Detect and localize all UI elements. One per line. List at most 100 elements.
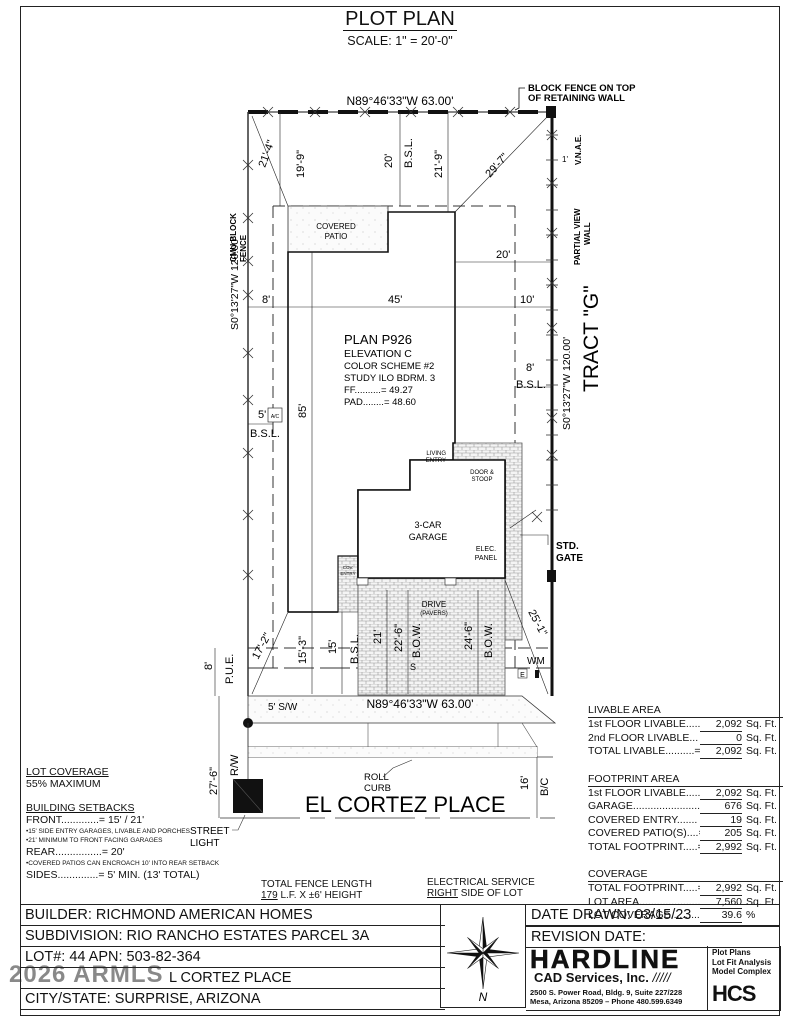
block-fence-label-2: OF RETAINING WALL (528, 93, 625, 104)
svg-text:27'-6": 27'-6" (208, 767, 220, 795)
area-table: LIVABLE AREA 1st FLOOR LIVABLE.....=2,09… (588, 704, 783, 923)
electrical-service-note: ELECTRICAL SERVICE RIGHT SIDE OF LOT (427, 877, 535, 899)
door-stoop-label: DOOR & (470, 470, 494, 476)
rear-bearing: N89°46'33"W 63.00' (346, 94, 453, 108)
scale-label: SCALE: 1" = 20'-0" (347, 34, 453, 48)
front-bearing: N89°46'33"W 63.00' (366, 697, 473, 711)
footprint-area-title: FOOTPRINT AREA (588, 773, 783, 787)
drive-label: DRIVE (422, 600, 446, 609)
ac-unit (267, 407, 283, 423)
svg-text:R/W: R/W (229, 754, 241, 776)
roll-curb (248, 747, 537, 757)
svg-text:8': 8' (262, 294, 270, 306)
title-block: BUILDER: RICHMOND AMERICAN HOMES SUBDIVI… (9, 904, 526, 1010)
service-2: Lot Fit Analysis (712, 957, 772, 967)
cov-entry-label: COV. (343, 565, 354, 570)
logo-divider (707, 946, 708, 1010)
svg-text:15'-3": 15'-3" (297, 636, 309, 664)
date-drawn: DATE DRAWN: 03/15/23 (526, 904, 780, 926)
svg-text:29'-7": 29'-7" (483, 151, 511, 180)
drawing-sheet-border (20, 6, 780, 1016)
fence-length-note: TOTAL FENCE LENGTH 179 L.F. X ±6' HEIGHT (261, 879, 372, 901)
compass-rose-icon: N (446, 916, 520, 1004)
svg-text:ELEVATION C: ELEVATION C (344, 348, 412, 360)
row-label: 1st FLOOR LIVABLE.....= (588, 786, 700, 799)
row-value: 39.6 (700, 909, 742, 923)
rear-setback: REAR................= 20' (26, 846, 125, 858)
cmu-fence-label: CMU BLOCK (229, 213, 238, 262)
row-label: TOTAL FOOTPRINT.....= (588, 882, 700, 894)
row-unit: Sq. Ft. (746, 827, 777, 839)
lot-coverage-title: LOT COVERAGE (26, 766, 109, 778)
svg-text:FF..........= 49.27: FF..........= 49.27 (344, 385, 413, 396)
svg-text:8': 8' (526, 362, 534, 374)
vnae-label: V.N.A.E. (574, 135, 583, 165)
svg-text:B.S.L.: B.S.L. (516, 379, 546, 391)
svg-text:1': 1' (562, 155, 568, 164)
svg-text:B.S.L.: B.S.L. (349, 634, 361, 664)
row-label: 2nd FLOOR LIVABLE... = (588, 731, 700, 744)
svg-text:WALL: WALL (583, 222, 592, 245)
water-meter (535, 670, 539, 678)
row-value: 2,992 (700, 841, 742, 854)
svg-text:STUDY ILO BDRM. 3: STUDY ILO BDRM. 3 (344, 373, 435, 384)
company-logo-block: HARDLINE CAD Services, Inc. ///// 2500 S… (526, 944, 781, 1011)
svg-text:B/C: B/C (539, 778, 551, 796)
svg-text:CURB: CURB (364, 783, 391, 794)
svg-text:15': 15' (327, 640, 339, 654)
block-fence-label: BLOCK FENCE ON TOP (528, 83, 636, 94)
house-info: PLAN P926 ELEVATION C COLOR SCHEME #2 ST… (344, 332, 435, 408)
svg-text:B.O.W.: B.O.W. (483, 623, 495, 658)
elec-panel-label: ELEC. (476, 546, 496, 553)
svg-text:8': 8' (203, 662, 215, 670)
svg-text:ENTRY: ENTRY (340, 571, 355, 576)
table-row: LOT COVERAGE..........=39.6% (588, 909, 783, 923)
date-block: DATE DRAWN: 03/15/23 REVISION DATE: (526, 904, 780, 948)
row-value: 2,092 (700, 787, 742, 800)
row-value: 205 (700, 827, 742, 841)
svg-text:5': 5' (258, 409, 266, 421)
lot-coverage-value: 55% MAXIMUM (26, 778, 101, 790)
revision-date: REVISION DATE: (526, 926, 780, 948)
row-unit: Sq. Ft. (746, 840, 777, 853)
logo-name: HARDLINE (530, 944, 681, 974)
page-title: PLOT PLAN (0, 8, 800, 31)
row-value: 676 (700, 800, 742, 814)
svg-text:B.S.L.: B.S.L. (403, 138, 415, 168)
row-unit: Sq. Ft. (746, 745, 777, 757)
tract-label: TRACT "G" (580, 285, 603, 392)
logo-address-2: Mesa, Arizona 85209 – Phone 480.599.6349 (530, 997, 683, 1006)
fence-title: TOTAL FENCE LENGTH (261, 879, 372, 890)
rear-note: •COVERED PATIOS CAN ENCROACH 10' INTO RE… (26, 860, 220, 867)
svg-text:B.O.W.: B.O.W. (411, 623, 423, 658)
covered-patio-label-2: PATIO (325, 232, 348, 241)
svg-text:B.S.L.: B.S.L. (250, 428, 280, 440)
row-label: COVERED PATIO(S)....= (588, 827, 700, 839)
gate-post (547, 570, 556, 582)
fence-height: L.F. X ±6' HEIGHT (277, 890, 363, 901)
plot-drawing: N89°46'33"W 63.00' BLOCK FENCE ON TOP OF… (190, 83, 636, 849)
north-arrow-box: N (440, 904, 526, 1008)
subdivision-field: SUBDIVISION: RIO RANCHO ESTATES PARCEL 3… (20, 926, 445, 947)
svg-text:FENCE: FENCE (239, 234, 248, 262)
address-field: L CORTEZ PLACE 2026 ARMLS (9, 963, 445, 989)
lot-apn-field: LOT#: 44 APN: 503-82-364 (20, 947, 445, 968)
logo-sub: CAD Services, Inc. ///// (534, 971, 671, 985)
svg-text:PLAN P926: PLAN P926 (344, 332, 412, 347)
covered-patio-label: COVERED (316, 222, 356, 231)
setback-notes: LOT COVERAGE 55% MAXIMUM BUILDING SETBAC… (26, 762, 246, 881)
row-unit: Sq. Ft. (746, 800, 777, 812)
svg-text:20': 20' (383, 154, 395, 168)
svg-text:E: E (520, 672, 525, 679)
std-gate-label: STD. (556, 541, 579, 552)
side-setback: SIDES..............= 5' MIN. (13' TOTAL) (26, 869, 200, 881)
svg-text:22'-6": 22'-6" (393, 624, 405, 652)
svg-text:S0°13'27"W 120.00': S0°13'27"W 120.00' (561, 337, 573, 430)
row-label: LOT COVERAGE..........= (588, 909, 700, 921)
